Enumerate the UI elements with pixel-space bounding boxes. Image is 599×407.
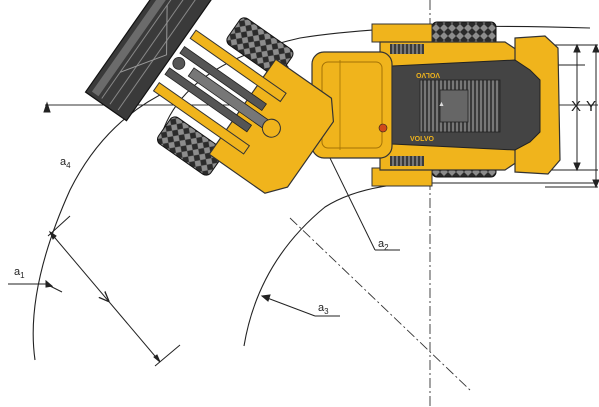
tilt-cylinder-bottom xyxy=(164,67,253,133)
y-arrow-bottom xyxy=(592,179,599,189)
a3-leader-line xyxy=(261,295,316,317)
exhaust-box xyxy=(439,89,469,123)
bucket-edge xyxy=(91,0,180,97)
label-x: X xyxy=(571,98,582,115)
cab xyxy=(311,51,393,159)
front-tire-bottom xyxy=(157,116,225,176)
bucket xyxy=(84,0,214,122)
v-dimension-line xyxy=(49,231,161,363)
bucket-chevron xyxy=(119,5,168,73)
angle-a1 xyxy=(8,279,63,293)
side-grille-top xyxy=(390,44,424,54)
a4-arrow xyxy=(43,101,51,113)
brand-text-bottom: VOLVO xyxy=(410,136,435,143)
lift-arm-top xyxy=(189,29,287,103)
y-arrow-top xyxy=(592,43,599,53)
inner-arc-a3 xyxy=(243,182,598,347)
rear-frame: ▲ VOLVO VOLVO xyxy=(371,21,561,187)
tilt-cylinder-top xyxy=(179,46,267,112)
x-arrow-bottom xyxy=(573,162,581,172)
brand-text-top: VOLVO xyxy=(415,71,440,78)
label-a1: a1 xyxy=(14,266,25,280)
label-a2: a2 xyxy=(378,238,389,252)
dimension-v xyxy=(47,215,181,367)
a1-arrow xyxy=(45,279,54,288)
label-a4: a4 xyxy=(60,156,71,170)
a3-arrow xyxy=(260,294,271,302)
bucket-rib-2 xyxy=(109,0,192,105)
fender-bottom xyxy=(371,167,433,187)
arc-a4-extension xyxy=(32,89,171,361)
side-grille-bottom xyxy=(390,156,424,166)
v-extension-bottom xyxy=(154,344,181,367)
fender-top xyxy=(371,23,433,43)
leader-a3 xyxy=(260,294,340,317)
v-arrow-top xyxy=(48,230,57,240)
diagonal-centerline xyxy=(289,217,471,391)
v-arrow-bottom xyxy=(153,354,161,363)
label-y: Y xyxy=(586,98,597,115)
pivot-joint xyxy=(261,118,281,138)
bucket-rib-1 xyxy=(101,0,184,99)
beacon-light xyxy=(378,123,388,133)
label-a3: a3 xyxy=(318,302,329,316)
x-arrow-top xyxy=(573,43,581,53)
front-frame xyxy=(84,0,335,194)
lift-arm-bottom xyxy=(152,81,251,155)
bucket-pivot xyxy=(172,56,186,70)
angle-a4-marker xyxy=(43,101,51,113)
exhaust-icon: ▲ xyxy=(438,101,445,108)
bucket-rib-3 xyxy=(117,0,200,111)
